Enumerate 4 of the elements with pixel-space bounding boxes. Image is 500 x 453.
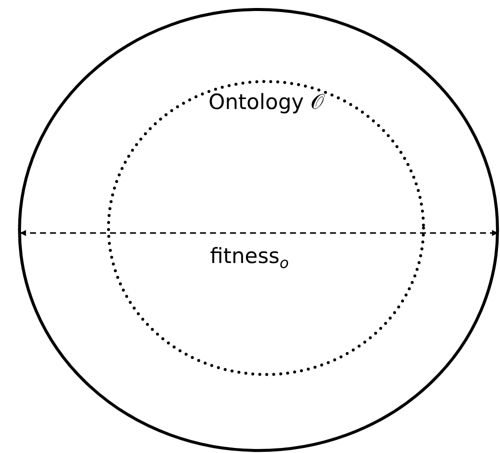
ellipse-outline xyxy=(18,8,499,452)
measure-label: fitness$_{o}$ xyxy=(210,244,289,272)
dotted-ellipse xyxy=(107,80,425,376)
node-title: Ontology 𝒪 xyxy=(208,90,324,114)
